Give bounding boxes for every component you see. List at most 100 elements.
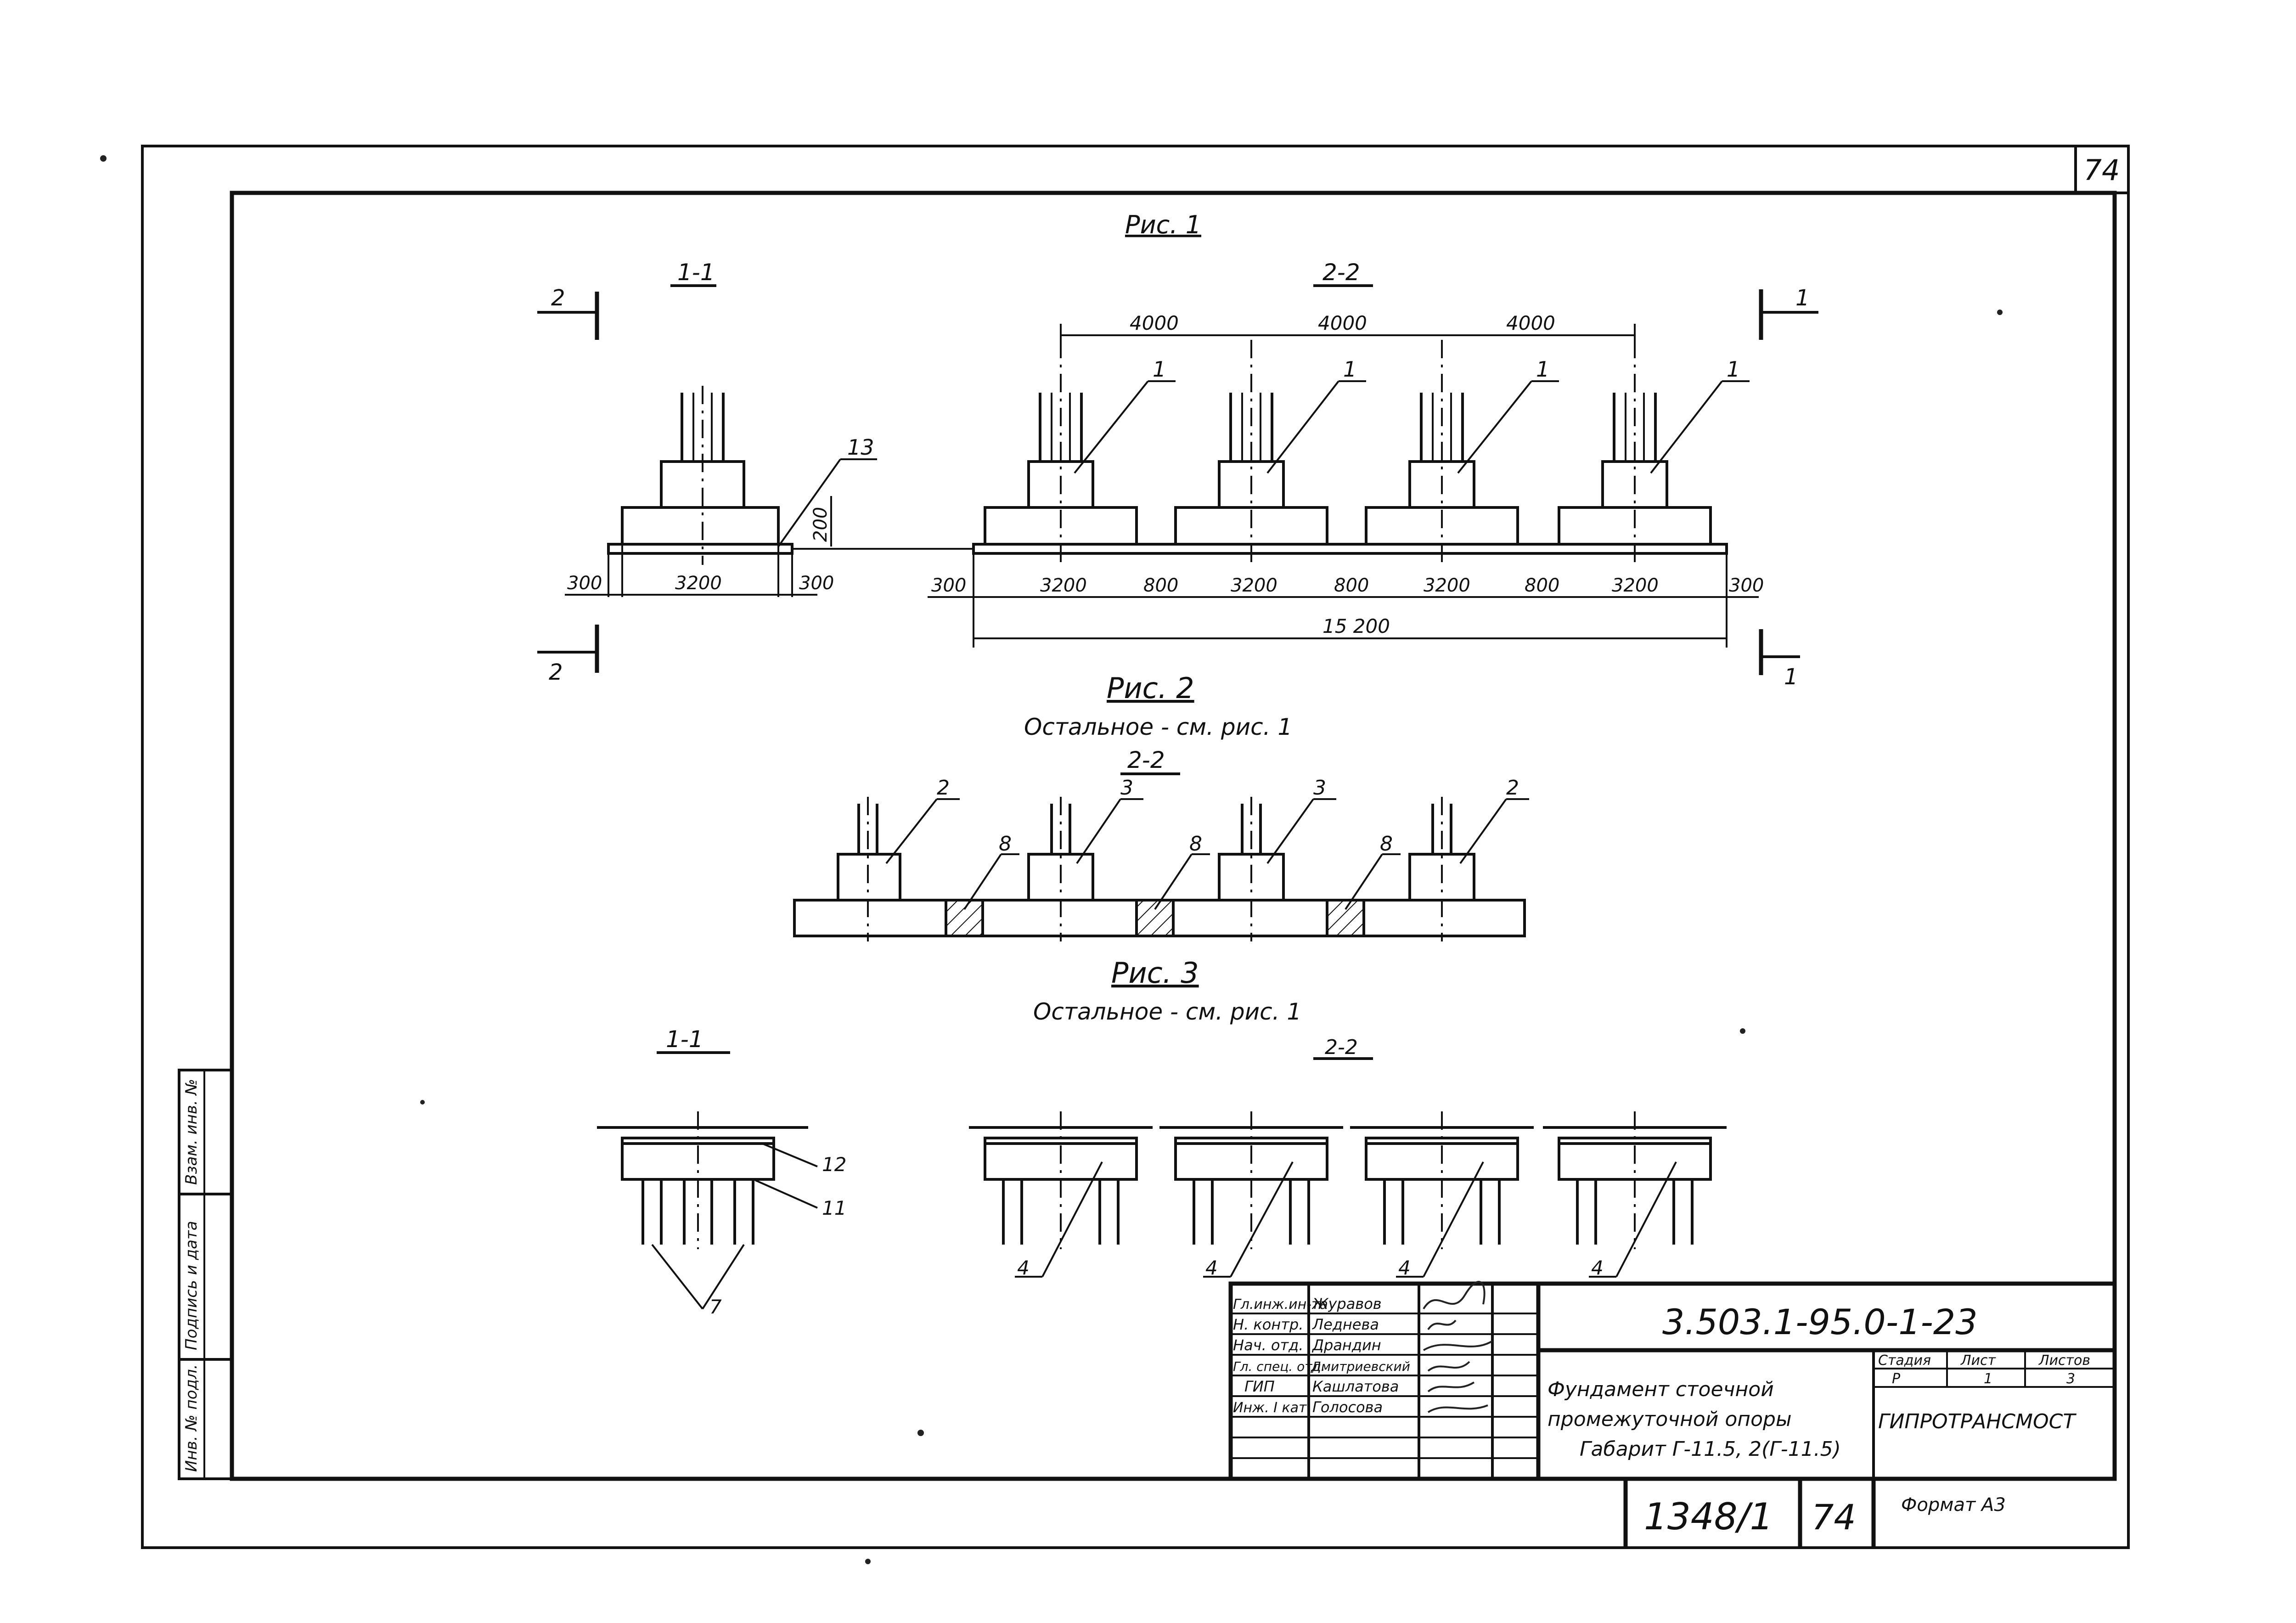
svg-text:800: 800: [1334, 575, 1369, 596]
fig2-section-2-2-label: 2-2: [1127, 747, 1165, 773]
role-3: Нач. отд.: [1233, 1336, 1303, 1354]
fig2-caption: Рис. 2: [1107, 671, 1194, 705]
fig1-foundation-section-1-1: [607, 386, 793, 597]
name-3: Драндин: [1311, 1336, 1381, 1354]
dim-200: 200: [810, 507, 831, 542]
inner-frame: [230, 191, 2117, 1481]
fig3-section-2-2-label: 2-2: [1325, 1036, 1358, 1059]
svg-text:4000: 4000: [1130, 312, 1179, 334]
document-code: 3.503.1-95.0-1-23: [1662, 1302, 1978, 1342]
sheets-value: 3: [2066, 1371, 2075, 1387]
svg-text:8: 8: [1189, 832, 1202, 856]
stage-value: Р: [1892, 1371, 1901, 1387]
fig1-foundation-1: [984, 340, 1138, 565]
cut-mark-2-top: 2: [537, 285, 599, 340]
svg-text:11: 11: [822, 1197, 846, 1219]
role-2: Н. контр.: [1233, 1316, 1303, 1333]
fig2-column-3: [1218, 797, 1285, 941]
side-stamp-cell-2: Подпись и дата: [182, 1221, 201, 1350]
svg-text:1: 1: [1153, 357, 1166, 382]
svg-text:1: 1: [1343, 357, 1356, 382]
svg-text:2: 2: [549, 659, 563, 685]
svg-text:800: 800: [1525, 575, 1559, 596]
svg-text:800: 800: [1143, 575, 1178, 596]
fig1-foundation-4: [1558, 340, 1712, 565]
name-1: Журавов: [1311, 1295, 1382, 1313]
name-6: Голосова: [1312, 1398, 1383, 1416]
fig3-pile-cap-section-1-1: [597, 1111, 808, 1249]
figure-2: Рис. 2 Остальное - см. рис. 1 2-2: [793, 671, 1529, 941]
album-number-strip: 1348/1 74 Формат А3: [1623, 1479, 2006, 1548]
sheet-value: 1: [1984, 1371, 1992, 1387]
fig2-column-4: [1408, 797, 1475, 941]
fig2-column-1: [837, 797, 901, 941]
svg-text:4000: 4000: [1506, 312, 1555, 334]
role-6: Инж. I кат.: [1233, 1400, 1311, 1416]
fig3-pile-cap-2: [1159, 1111, 1343, 1249]
organization: ГИПРОТРАНСМОСТ: [1878, 1410, 2077, 1433]
sheet-label: Лист: [1960, 1352, 1997, 1369]
svg-text:2: 2: [1506, 776, 1519, 800]
svg-text:4: 4: [1591, 1257, 1604, 1279]
svg-text:7: 7: [709, 1296, 722, 1318]
title-line-2: промежуточной опоры: [1548, 1408, 1792, 1431]
svg-text:3200: 3200: [1040, 575, 1087, 596]
fig3-section-1-1-label: 1-1: [666, 1026, 703, 1053]
sheet-number: 74: [2084, 153, 2120, 187]
format-label: Формат А3: [1901, 1494, 2006, 1516]
fig2-column-2: [1027, 797, 1094, 941]
svg-text:4: 4: [1017, 1257, 1030, 1279]
cut-mark-2-bottom: 2: [537, 625, 599, 685]
svg-text:300: 300: [799, 573, 834, 594]
stage-label: Стадия: [1878, 1352, 1931, 1369]
fig1-section-2-2-label: 2-2: [1322, 259, 1360, 286]
svg-text:8: 8: [999, 832, 1012, 856]
scan-specks: [100, 155, 2003, 1564]
name-5: Кашлатова: [1312, 1378, 1399, 1395]
fig3-pile-cap-4: [1543, 1111, 1727, 1249]
fig1-caption: Рис. 1: [1125, 210, 1201, 239]
callout-13: 13: [847, 435, 874, 460]
svg-text:4: 4: [1205, 1257, 1218, 1279]
side-stamp-cell-3: Взам. инв. №: [182, 1079, 201, 1185]
role-1: Гл.инж.ин-та: [1233, 1296, 1328, 1313]
fig2-note: Остальное - см. рис. 1: [1024, 714, 1292, 740]
svg-text:1: 1: [1795, 285, 1810, 311]
svg-text:4: 4: [1398, 1257, 1411, 1279]
svg-text:300: 300: [931, 575, 966, 596]
side-stamp-cell-1: Инв. № подл.: [182, 1364, 201, 1472]
title-line-3: Габарит Г-11.5, 2(Г-11.5): [1580, 1437, 1841, 1461]
fig3-pile-cap-1: [969, 1111, 1153, 1249]
sheet-number-box: 74: [2074, 145, 2130, 194]
svg-text:12: 12: [822, 1153, 846, 1176]
role-4: Гл. спец. отд.: [1233, 1359, 1325, 1374]
dim-15200: 15 200: [1322, 615, 1390, 637]
fig1-foundation-3: [1365, 340, 1519, 565]
signatures: [1423, 1281, 1493, 1413]
figure-3: Рис. 3 Остальное - см. рис. 1 1-1 2-2 12…: [597, 956, 1727, 1318]
sheets-label: Листов: [2038, 1352, 2090, 1369]
svg-text:3200: 3200: [1424, 575, 1470, 596]
svg-text:2: 2: [937, 776, 950, 800]
cut-mark-1-top: 1: [1759, 285, 1818, 340]
svg-text:3200: 3200: [1231, 575, 1277, 596]
svg-text:1: 1: [1536, 357, 1549, 382]
fig1-foundation-2: [1174, 340, 1328, 565]
side-stamp: Взам. инв. № Подпись и дата Инв. № подл.: [178, 1069, 233, 1480]
svg-text:1: 1: [1727, 357, 1740, 382]
title-line-1: Фундамент стоечной: [1548, 1378, 1774, 1401]
svg-text:1: 1: [1784, 664, 1798, 690]
fig3-note: Остальное - см. рис. 1: [1033, 998, 1301, 1025]
svg-text:3: 3: [1313, 776, 1326, 800]
album-number: 1348/1: [1644, 1495, 1773, 1538]
album-page: 74: [1812, 1497, 1856, 1538]
svg-text:3: 3: [1120, 776, 1133, 800]
svg-text:300: 300: [567, 573, 602, 594]
svg-text:2: 2: [551, 285, 565, 311]
fig3-pile-cap-3: [1350, 1111, 1534, 1249]
figure-1: Рис. 1 1-1 2 2: [537, 210, 1818, 690]
name-2: Леднева: [1312, 1316, 1379, 1333]
name-4: Дмитриевский: [1310, 1359, 1410, 1374]
svg-text:300: 300: [1729, 575, 1764, 596]
